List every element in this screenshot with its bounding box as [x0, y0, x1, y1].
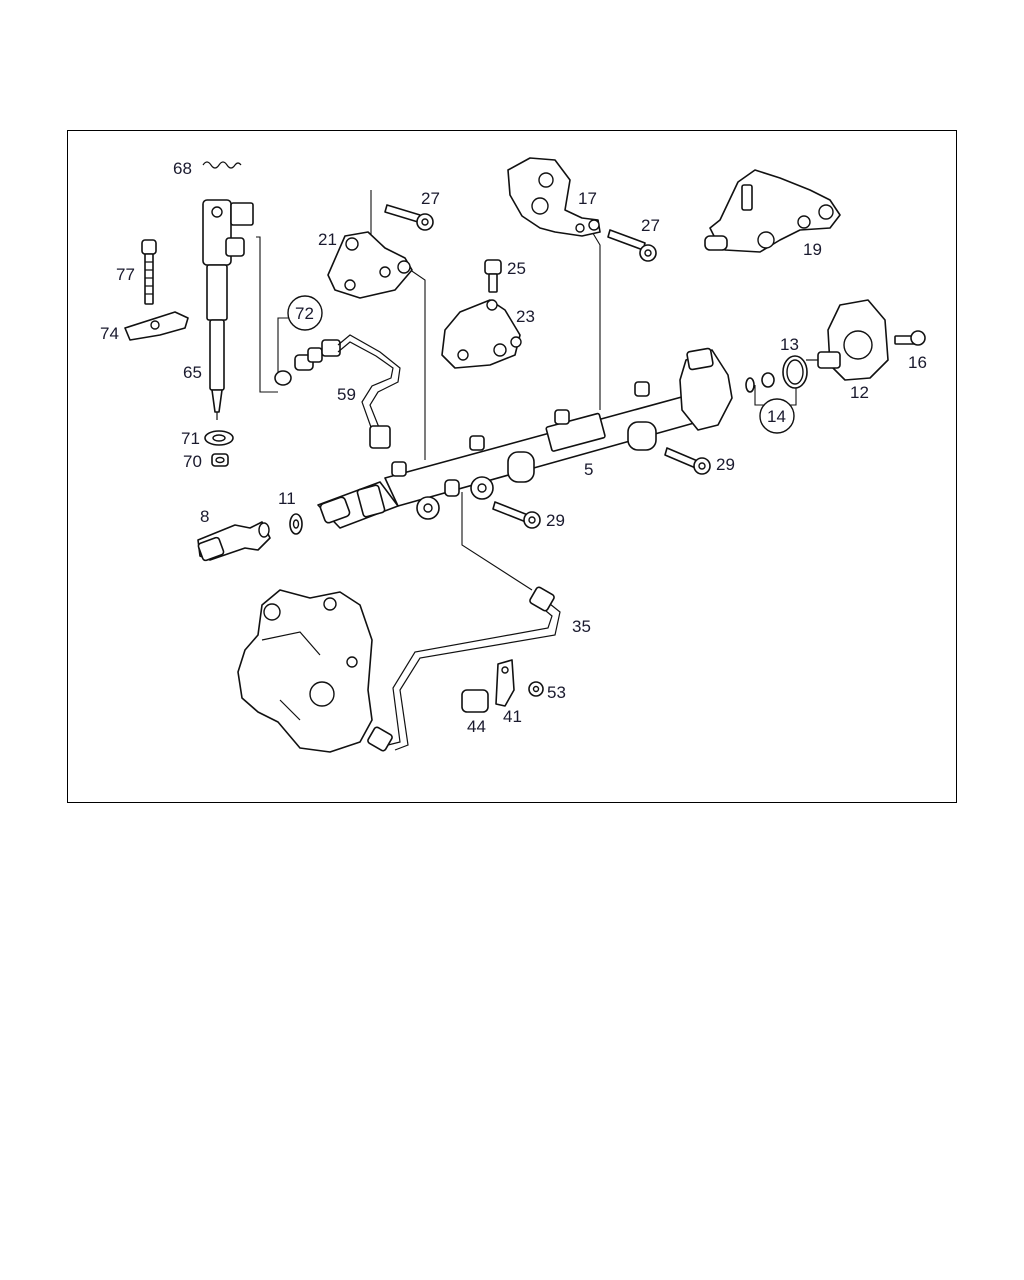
callout-labels: 68 27 17 27 21 25 19 77 23 72 74 13 16 6…: [100, 159, 927, 736]
part-12-regulator: [806, 299, 889, 381]
label-72: 72: [295, 304, 314, 323]
label-29-right: 29: [716, 455, 735, 474]
part-59-pipe: [321, 334, 401, 449]
part-27-bolt-left: [384, 204, 434, 231]
part-53-nut: [528, 681, 544, 697]
label-16: 16: [908, 353, 927, 372]
part-19-bracket: [704, 169, 841, 253]
label-23: 23: [516, 307, 535, 326]
part-72-badge: [287, 295, 323, 331]
part-41-clip: [495, 659, 515, 707]
high-pressure-pump: [237, 589, 373, 753]
part-25-bolt: [484, 259, 502, 293]
label-25: 25: [507, 259, 526, 278]
label-19: 19: [803, 240, 822, 259]
label-68: 68: [173, 159, 192, 178]
label-5: 5: [584, 460, 593, 479]
part-8-sensor: [197, 521, 271, 562]
label-70: 70: [183, 452, 202, 471]
part-14-badge: [759, 398, 795, 434]
part-44-sleeve: [461, 689, 489, 713]
part-23-bracket: [441, 299, 522, 369]
label-65: 65: [183, 363, 202, 382]
label-27-right: 27: [641, 216, 660, 235]
label-44: 44: [467, 717, 486, 736]
label-74: 74: [100, 324, 119, 343]
part-77-bolt: [141, 239, 157, 305]
label-53: 53: [547, 683, 566, 702]
label-77: 77: [116, 265, 135, 284]
diagram-frame: [67, 130, 957, 803]
part-29-bolt-right: [664, 447, 711, 475]
label-27-left: 27: [421, 189, 440, 208]
label-13: 13: [780, 335, 799, 354]
part-5-rail: [317, 347, 733, 529]
part-16-bolt: [894, 330, 926, 346]
label-8: 8: [200, 507, 209, 526]
part-29-bolt-center: [492, 501, 541, 529]
part-70-nut: [211, 453, 229, 467]
part-68-clip: [202, 161, 242, 169]
part-27-bolt-right: [607, 229, 657, 262]
part-72-fitting: [274, 347, 323, 386]
part-65-injector: [202, 199, 254, 420]
label-21: 21: [318, 230, 337, 249]
part-14-seal-a: [745, 377, 755, 393]
part-14-seal-b: [761, 372, 775, 388]
label-14: 14: [767, 407, 786, 426]
part-35-pipe: [367, 586, 561, 752]
label-11: 11: [278, 489, 296, 508]
label-41: 41: [503, 707, 522, 726]
label-12: 12: [850, 383, 869, 402]
label-17: 17: [578, 189, 597, 208]
label-35: 35: [572, 617, 591, 636]
label-59: 59: [337, 385, 356, 404]
label-71: 71: [181, 429, 200, 448]
label-29-center: 29: [546, 511, 565, 530]
part-17-bracket: [507, 157, 601, 237]
part-21-bracket: [327, 231, 413, 299]
